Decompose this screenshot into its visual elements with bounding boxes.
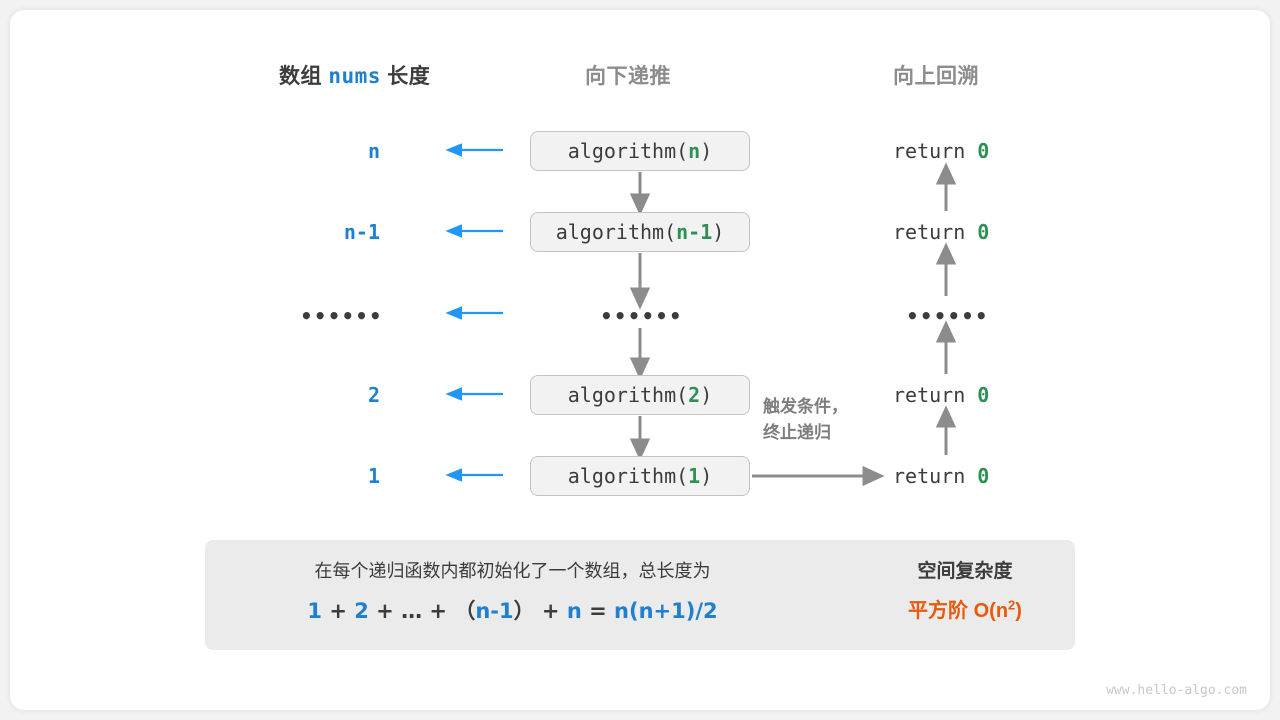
complexity-exponent: 2 — [1008, 597, 1016, 613]
header-left-prefix: 数组 — [279, 65, 322, 88]
header-left: 数组 nums 长度 — [279, 60, 430, 90]
call-box-1-close: ) — [712, 220, 725, 244]
summary-formula: 1 + 2 + … + （n-1） + n = n(n+1)/2 — [235, 595, 790, 625]
return-label-1: return — [893, 220, 966, 244]
formula-result: n(n+1)/2 — [614, 599, 718, 623]
complexity-value: 平方阶 O(n2) — [855, 594, 1075, 623]
return-row-0: return 0 — [893, 139, 989, 163]
call-box-3-arg: 2 — [688, 383, 701, 407]
call-box-0: algorithm(n) — [530, 131, 750, 171]
call-box-0-close: ) — [700, 139, 713, 163]
call-box-3: algorithm(2) — [530, 375, 750, 415]
call-box-3-name: algorithm( — [567, 383, 689, 407]
call-box-4-close: ) — [700, 464, 713, 488]
call-box-0-arg: n — [688, 139, 701, 163]
call-box-0-name: algorithm( — [567, 139, 689, 163]
return-row-3: return 0 — [893, 383, 989, 407]
return-label-3: return — [893, 383, 966, 407]
call-box-4-name: algorithm( — [567, 464, 689, 488]
terminate-note: 触发条件， 终止递归 — [763, 394, 848, 447]
return-row-1: return 0 — [893, 220, 989, 244]
call-box-4: algorithm(1) — [530, 456, 750, 496]
complexity-tail: ) — [1015, 600, 1022, 622]
formula-t2: 2 — [354, 599, 369, 623]
watermark: www.hello-algo.com — [1106, 683, 1247, 698]
return-value-3: 0 — [977, 383, 990, 407]
call-box-1-arg: n-1 — [676, 220, 713, 244]
return-value-0: 0 — [977, 139, 990, 163]
length-value-2: •••••• — [300, 304, 383, 328]
formula-t1: 1 — [307, 599, 322, 623]
call-box-1: algorithm(n-1) — [530, 212, 750, 252]
call-box-3-close: ) — [700, 383, 713, 407]
length-value-4: 1 — [367, 464, 380, 488]
formula-paren-open: （ — [454, 599, 476, 623]
return-row-2: •••••• — [906, 304, 989, 328]
formula-eq: = — [589, 599, 607, 623]
call-box-1-name: algorithm( — [555, 220, 677, 244]
call-box-2: •••••• — [600, 304, 683, 328]
header-left-suffix: 长度 — [387, 65, 431, 88]
complexity-prefix: 平方阶 — [908, 600, 969, 622]
header-right: 向上回溯 — [893, 65, 979, 88]
terminate-note-line2: 终止递归 — [763, 423, 831, 443]
formula-op4: + — [541, 599, 560, 623]
summary-panel: 在每个递归函数内都初始化了一个数组，总长度为 1 + 2 + … + （n-1）… — [205, 540, 1075, 650]
summary-description: 在每个递归函数内都初始化了一个数组，总长度为 — [314, 561, 711, 581]
length-value-0: n — [367, 139, 380, 163]
formula-t5: n — [566, 599, 582, 623]
formula-t4: n-1 — [475, 599, 514, 623]
terminate-note-line1: 触发条件， — [763, 397, 848, 416]
header-middle: 向下递推 — [585, 65, 671, 88]
formula-op2: + — [376, 599, 394, 623]
return-label-4: return — [893, 464, 966, 488]
formula-paren-close: ） — [513, 599, 535, 623]
formula-t3: … — [401, 599, 423, 623]
formula-op3: + — [429, 599, 448, 623]
header-left-mono: nums — [328, 64, 381, 88]
return-value-4: 0 — [977, 464, 990, 488]
complexity-title: 空间复杂度 — [917, 561, 1013, 582]
formula-op1: + — [329, 599, 347, 623]
return-label-0: return — [893, 139, 966, 163]
return-value-1: 0 — [977, 220, 990, 244]
call-box-4-arg: 1 — [688, 464, 701, 488]
complexity-bigo: O(n — [973, 600, 1009, 622]
return-row-4: return 0 — [893, 464, 989, 488]
length-value-3: 2 — [367, 383, 380, 407]
length-value-1: n-1 — [343, 220, 380, 244]
